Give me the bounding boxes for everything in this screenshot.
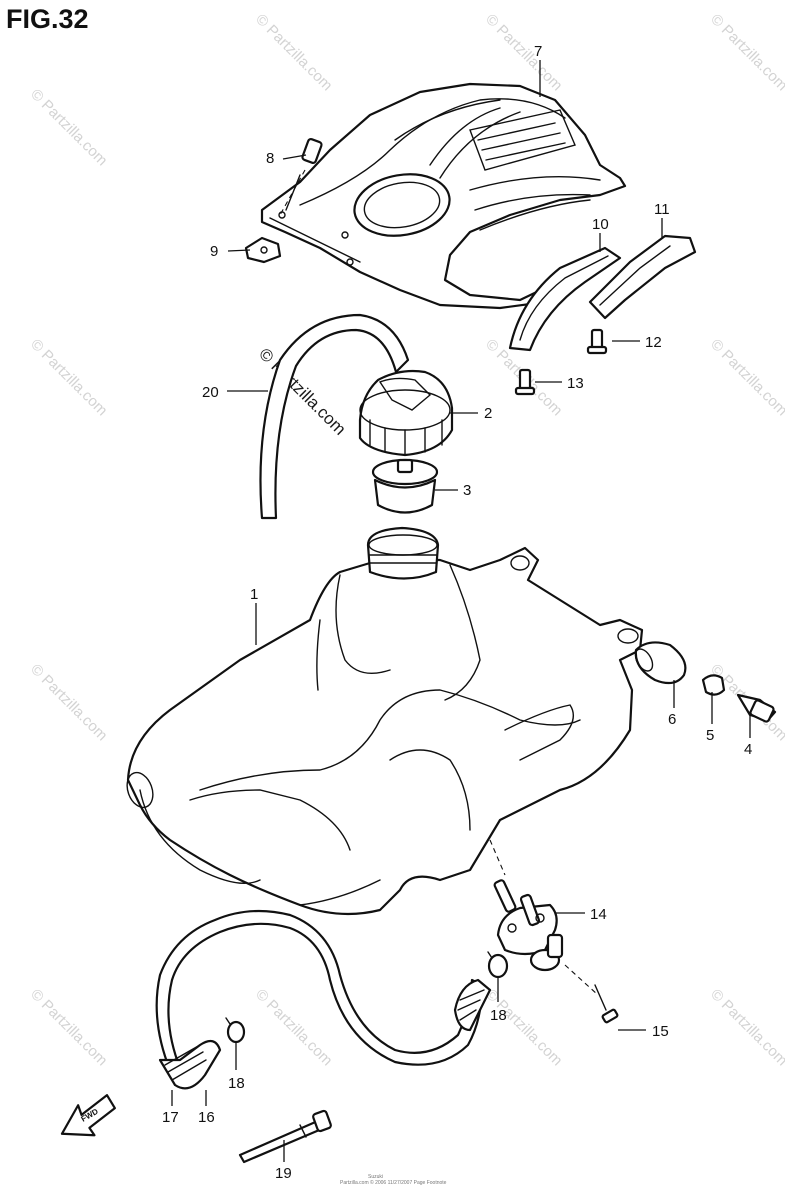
part-6-grommet xyxy=(634,641,687,685)
part-14-fuel-cock xyxy=(493,879,564,972)
part-17-fuel-hose xyxy=(155,909,492,1090)
callout-13: 13 xyxy=(567,375,584,392)
callout-5: 5 xyxy=(706,727,714,744)
watermark: © Partzilla.com xyxy=(27,986,110,1069)
part-15-screw xyxy=(594,984,619,1024)
watermark: © Partzilla.com xyxy=(482,11,565,94)
part-11-bracket xyxy=(588,234,697,320)
callout-19: 19 xyxy=(275,1165,292,1182)
part-18-clamp xyxy=(487,951,509,979)
watermark: © Partzilla.com xyxy=(707,11,785,94)
watermark: © Partzilla.com xyxy=(482,986,565,1069)
watermark: © Partzilla.com xyxy=(252,11,335,94)
part-5-collar xyxy=(701,674,726,696)
watermark: © Partzilla.com xyxy=(707,336,785,419)
callout-17: 17 xyxy=(162,1109,179,1126)
part-7-tank-cover xyxy=(260,82,627,310)
callout-18: 18 xyxy=(228,1075,245,1092)
part-18-clamp xyxy=(225,1017,246,1044)
part-12-screw xyxy=(586,328,608,355)
part-8-bolt xyxy=(285,138,323,211)
callout-16: 16 xyxy=(198,1109,215,1126)
callout-6: 6 xyxy=(668,711,676,728)
callout-4: 4 xyxy=(744,741,752,758)
callout-20: 20 xyxy=(202,384,219,401)
watermark: © Partzilla.com xyxy=(252,986,335,1069)
callout-7: 7 xyxy=(534,43,542,60)
part-10-bracket xyxy=(508,246,622,352)
callout-8: 8 xyxy=(266,150,274,167)
callout-3: 3 xyxy=(463,482,471,499)
watermark: © Partzilla.com xyxy=(27,336,110,419)
footer-brand: Suzuki xyxy=(368,1174,384,1180)
callout-11: 11 xyxy=(654,201,670,218)
callout-2: 2 xyxy=(484,405,492,422)
callout-10: 10 xyxy=(592,216,609,233)
footer-note: Partzilla.com © 2006 11/27/2007 Page Foo… xyxy=(340,1180,447,1186)
part-9-nut xyxy=(244,236,282,264)
figure-title: FIG.32 xyxy=(6,4,89,34)
part-20-breather-hose xyxy=(259,313,410,520)
callout-14: 14 xyxy=(590,906,607,923)
watermark: © Partzilla.com xyxy=(27,86,110,169)
part-2-fuel-cap xyxy=(358,369,454,457)
watermark: © Partzilla.com xyxy=(707,986,785,1069)
callout-numbers: 7 8 9 10 11 12 13 20 2 3 1 6 5 4 14 15 1… xyxy=(162,43,752,1182)
part-4-bolt xyxy=(736,693,777,723)
part-1-fuel-tank xyxy=(126,526,644,916)
callout-9: 9 xyxy=(210,243,218,260)
leader-lines xyxy=(171,60,751,1162)
callout-18: 18 xyxy=(490,1007,507,1024)
part-3-cap-gasket xyxy=(371,458,439,514)
part-13-screw xyxy=(514,368,536,396)
callout-12: 12 xyxy=(645,334,662,351)
forward-arrow-icon: FWD xyxy=(60,1094,116,1137)
callout-1: 1 xyxy=(250,586,258,603)
part-19-gauge-rod xyxy=(238,1109,332,1164)
callout-15: 15 xyxy=(652,1023,669,1040)
watermark: © Partzilla.com xyxy=(27,661,110,744)
